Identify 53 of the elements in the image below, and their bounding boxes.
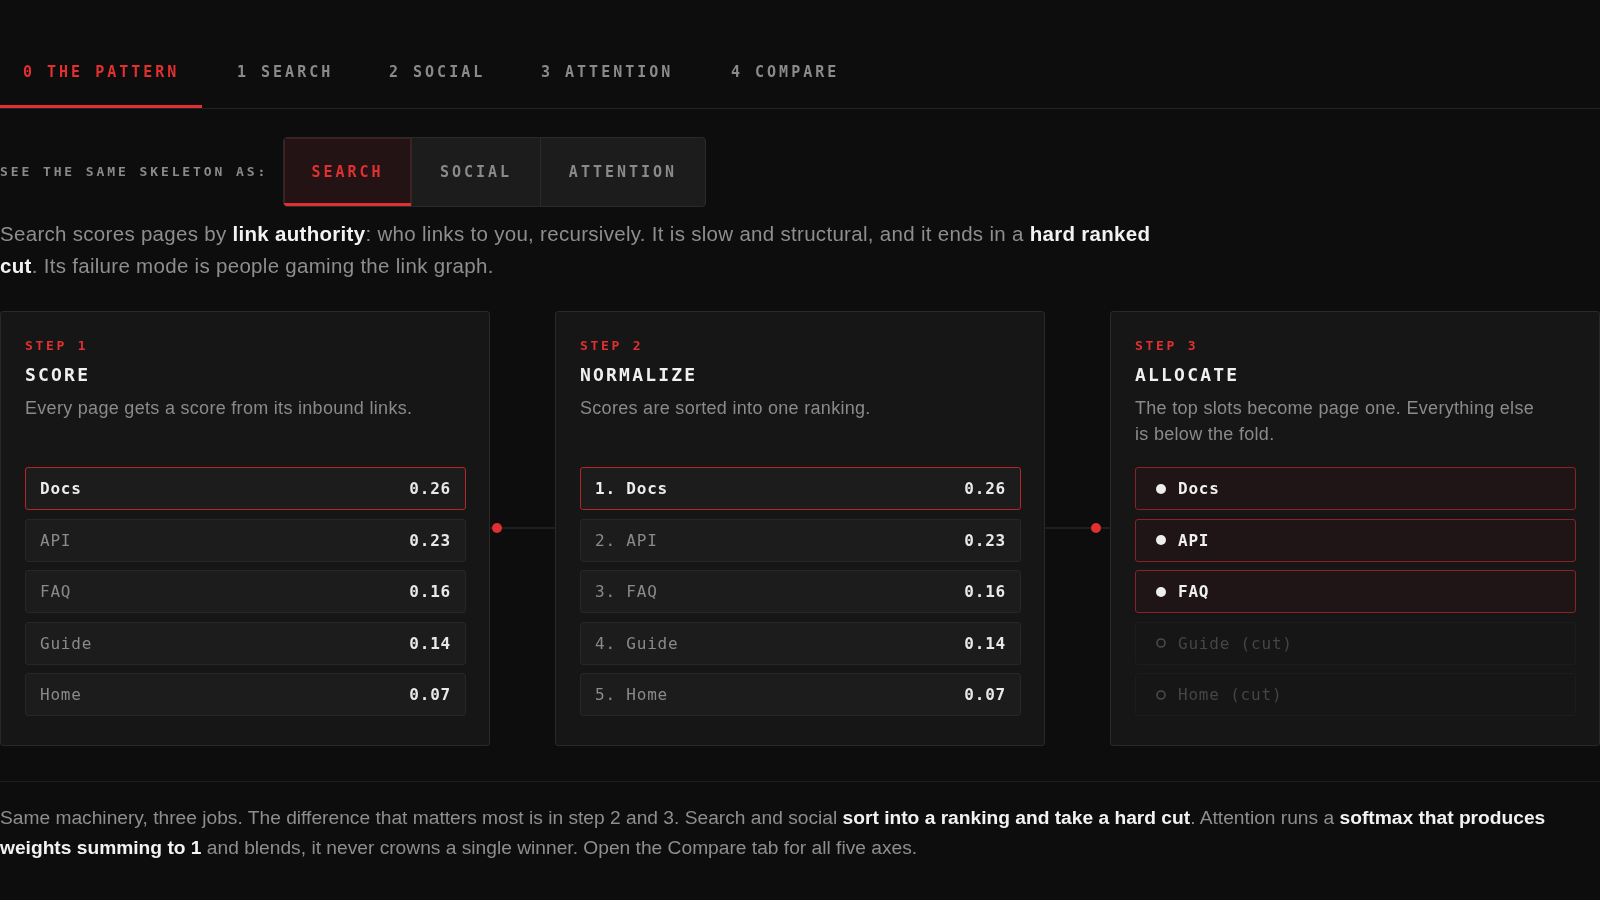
score-value: 0.23 [964, 530, 1006, 550]
tab: 4 COMPARE [708, 38, 863, 108]
toggle-button: ATTENTION [541, 138, 705, 206]
step-description: Every page gets a score from its inbound links. [25, 397, 414, 420]
page-name: 1. Docs [595, 479, 669, 498]
score-value: 0.26 [964, 479, 1006, 498]
list-row [1135, 570, 1576, 614]
step-card [0, 311, 490, 746]
page-name: API [1178, 530, 1210, 550]
score-value: 0.07 [964, 685, 1006, 705]
step-label: STEP 2 [580, 337, 644, 355]
page-name: Docs [40, 479, 82, 498]
score-value: 0.23 [409, 530, 451, 550]
toggle-button: SEARCH [284, 138, 412, 206]
page-name: FAQ [40, 582, 72, 602]
score-value: 0.07 [409, 685, 451, 705]
tab: 1 SEARCH [214, 38, 357, 108]
page-name: FAQ [1178, 582, 1210, 602]
toggle-label: SEE THE SAME SKELETON AS: [0, 163, 269, 181]
list-row [1135, 673, 1576, 717]
score-value: 0.26 [409, 479, 451, 498]
list-row [1135, 621, 1576, 665]
page-name: 3. FAQ [595, 582, 658, 602]
score-value: 0.14 [409, 633, 451, 653]
intro-paragraph: Search scores pages by link authority: who links to you, recursively. It is slow and structural, and it ends in a hard ranked cut. Its failure mode is people gaming the link graph. [0, 221, 1152, 279]
tab: 3 ATTENTION [518, 38, 697, 108]
step-title: NORMALIZE [580, 363, 698, 387]
tab: 2 SOCIAL [366, 38, 509, 108]
step-description: Scores are sorted into one ranking. [580, 397, 872, 420]
page-name: 2. API [595, 530, 658, 550]
page-name: 5. Home [595, 685, 669, 705]
page-name: API [40, 530, 72, 550]
page-name: Guide [40, 633, 93, 653]
list-row [1135, 518, 1576, 562]
page-name: Home [40, 685, 82, 705]
score-value: 0.16 [409, 582, 451, 602]
list-row [1135, 467, 1576, 510]
step-label: STEP 3 [1135, 337, 1199, 355]
score-value: 0.14 [964, 633, 1006, 653]
score-value: 0.16 [964, 582, 1006, 602]
tab: 0 THE PATTERN [0, 38, 203, 108]
list-row [25, 467, 466, 510]
page-name: 4. Guide [595, 633, 679, 653]
summary-paragraph: Same machinery, three jobs. The difference that matters most is in step 2 and 3. Search and social sort into a ranking and take a hard cut. Attention runs a softmax that produces weights summing to 1 and blends, it never crowns a single winner. Open the Compare tab for all five axes. [0, 806, 1547, 860]
toggle-button: SOCIAL [412, 138, 541, 206]
step-title: ALLOCATE [1135, 363, 1240, 387]
step-card [1110, 311, 1600, 746]
step-title: SCORE [25, 363, 91, 387]
step-description: The top slots become page one. Everything else is below the fold. [1135, 397, 1536, 446]
step-card [555, 311, 1045, 746]
step-label: STEP 1 [25, 337, 89, 355]
page-name: Docs [1178, 479, 1220, 498]
list-row [580, 467, 1021, 510]
